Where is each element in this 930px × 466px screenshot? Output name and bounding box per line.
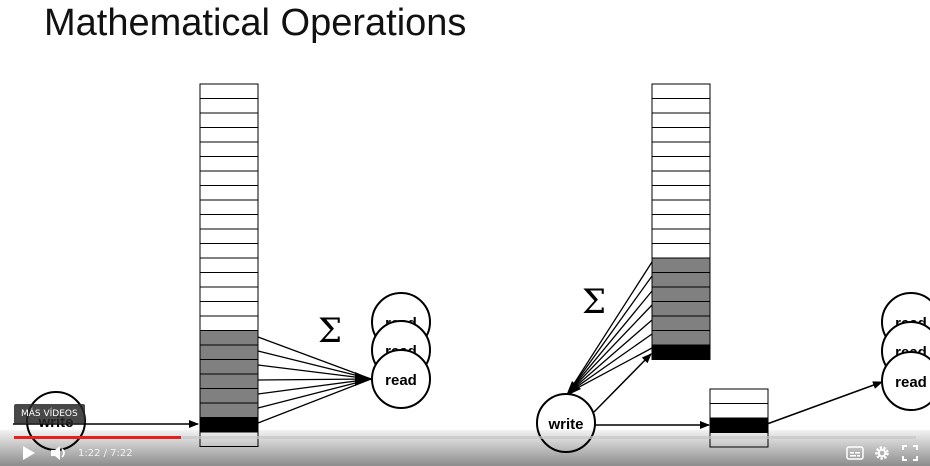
- more-videos-button[interactable]: MÁS VÍDEOS: [14, 404, 85, 424]
- left-stack-cell: [199, 301, 259, 317]
- settings-button[interactable]: [874, 445, 890, 461]
- right-small-stack: [709, 388, 769, 448]
- left-read-circle-3: read: [371, 349, 431, 409]
- left-diagram: Σ read read read write: [13, 83, 431, 451]
- left-stack-cell: [199, 315, 259, 331]
- fullscreen-button[interactable]: [902, 445, 918, 461]
- left-sigma-symbol: Σ: [318, 311, 342, 351]
- right-write-to-stack-arrow: [593, 353, 652, 413]
- left-stack-cell: [199, 388, 259, 404]
- progress-bar[interactable]: [14, 436, 916, 439]
- right-fan-arrowhead: [566, 381, 581, 396]
- right-stack-cell: [651, 301, 711, 317]
- right-stack-cell: [651, 315, 711, 331]
- left-stack-cell: [199, 112, 259, 128]
- right-diagram: Σ write read read read: [536, 83, 930, 453]
- subtitles-button[interactable]: [846, 446, 864, 460]
- left-stack-cell: [199, 286, 259, 302]
- left-memory-stack: [199, 83, 259, 447]
- left-stack-cell: [199, 359, 259, 375]
- right-stack-cell: [651, 141, 711, 157]
- right-memory-stack: [651, 83, 711, 360]
- subtitles-icon: [846, 446, 864, 460]
- left-stack-cell: [199, 156, 259, 172]
- right-stack-cell: [651, 199, 711, 215]
- left-stack-cell: [199, 127, 259, 143]
- right-stack-cell: [651, 330, 711, 346]
- left-fan-line: [257, 378, 372, 395]
- slide-title: Mathematical Operations: [44, 2, 467, 44]
- left-fan-line: [257, 378, 372, 424]
- left-stack-cell: [199, 330, 259, 346]
- left-stack-cell: [199, 228, 259, 244]
- right-fan-line: [567, 319, 653, 394]
- right-read-label-3: read: [895, 374, 927, 391]
- time-display: 1:22 / 7:22: [78, 448, 133, 459]
- left-stack-cell: [199, 257, 259, 273]
- left-stack-cell: [199, 402, 259, 418]
- progress-fill: [14, 436, 182, 439]
- right-fan-line: [567, 333, 653, 394]
- right-stack-cell: [651, 272, 711, 288]
- settings-icon: [875, 446, 889, 460]
- left-stack-cell: [199, 83, 259, 99]
- right-stack-cell: [651, 170, 711, 186]
- left-fan-line: [257, 378, 372, 409]
- right-stack-cell: [651, 185, 711, 201]
- right-fan-line: [567, 275, 653, 394]
- left-stack-cell: [199, 98, 259, 114]
- left-fan-arrowhead: [355, 372, 371, 386]
- left-stack-cell: [199, 141, 259, 157]
- left-stack-cell: [199, 170, 259, 186]
- play-button[interactable]: [20, 445, 38, 461]
- left-stack-cell: [199, 185, 259, 201]
- right-small-stack-cell: [709, 388, 769, 404]
- right-fan-line: [567, 304, 653, 394]
- right-sigma-symbol: Σ: [582, 282, 606, 322]
- left-stack-cell: [199, 373, 259, 389]
- right-stack-cell: [651, 127, 711, 143]
- right-small-stack-cell: [709, 403, 769, 419]
- left-stack-cell: [199, 431, 259, 447]
- left-stack-cell: [199, 243, 259, 259]
- left-read-label-3: read: [385, 372, 417, 389]
- right-stack-cell: [651, 98, 711, 114]
- right-stack-cell: [651, 83, 711, 99]
- right-stack-cell: [651, 286, 711, 302]
- volume-icon: [51, 446, 65, 460]
- left-stack-cell: [199, 199, 259, 215]
- right-stack-cell: [651, 344, 711, 360]
- right-stack-cell: [651, 214, 711, 230]
- right-fan-line: [567, 290, 653, 394]
- right-write-label: write: [547, 416, 583, 433]
- left-stack-cell: [199, 344, 259, 360]
- right-small-stack-to-read-arrow: [766, 381, 883, 425]
- left-fan-line: [257, 364, 372, 380]
- left-fan-line: [257, 350, 372, 380]
- right-stack-cell: [651, 228, 711, 244]
- right-stack-cell: [651, 243, 711, 259]
- right-stack-cell: [651, 112, 711, 128]
- left-stack-cell: [199, 272, 259, 288]
- play-icon: [23, 446, 35, 460]
- volume-button[interactable]: [49, 445, 69, 461]
- right-sum-arrows: [566, 261, 653, 396]
- right-stack-cell: [651, 257, 711, 273]
- right-read-circle-3: read: [881, 351, 930, 411]
- right-fan-line: [567, 261, 653, 394]
- right-stack-cell: [651, 156, 711, 172]
- left-fan-line: [257, 336, 372, 380]
- right-fan-line: [567, 347, 653, 394]
- left-sum-arrows: [257, 336, 372, 424]
- fullscreen-icon: [902, 445, 918, 461]
- left-fan-line: [257, 378, 372, 381]
- left-stack-cell: [199, 214, 259, 230]
